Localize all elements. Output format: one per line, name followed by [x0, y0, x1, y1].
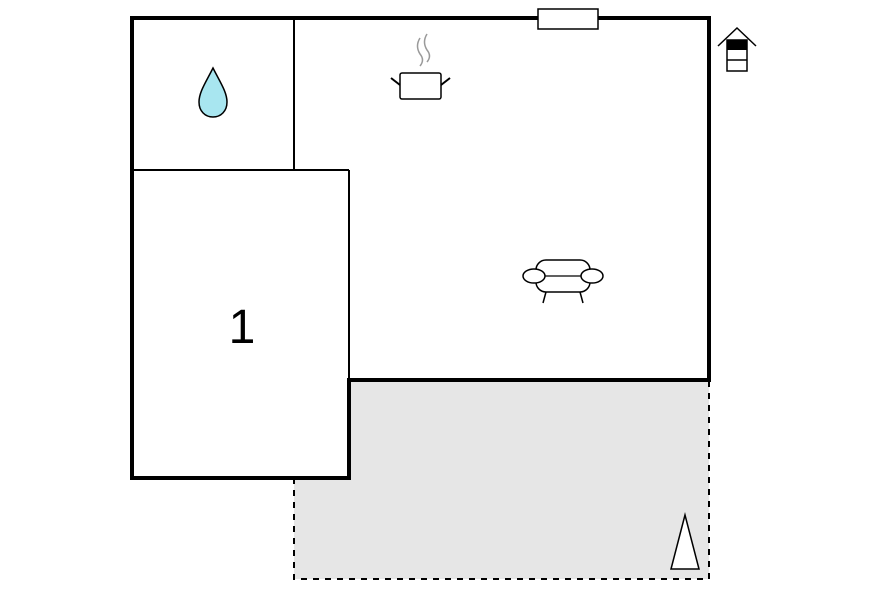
- sofa-icon: [522, 259, 604, 304]
- bedroom-number-label: 1: [229, 301, 256, 354]
- parasol-icon: [670, 512, 700, 570]
- terrace: [293, 380, 710, 580]
- terrace-dashed-border: [293, 380, 710, 580]
- window-icon: [537, 8, 599, 30]
- cooking-pot-icon: [390, 33, 451, 100]
- floor-level-house-icon: [717, 26, 757, 72]
- house-walls: [130, 16, 711, 480]
- terrace-area: [294, 380, 709, 579]
- water-drop-icon: [198, 66, 228, 118]
